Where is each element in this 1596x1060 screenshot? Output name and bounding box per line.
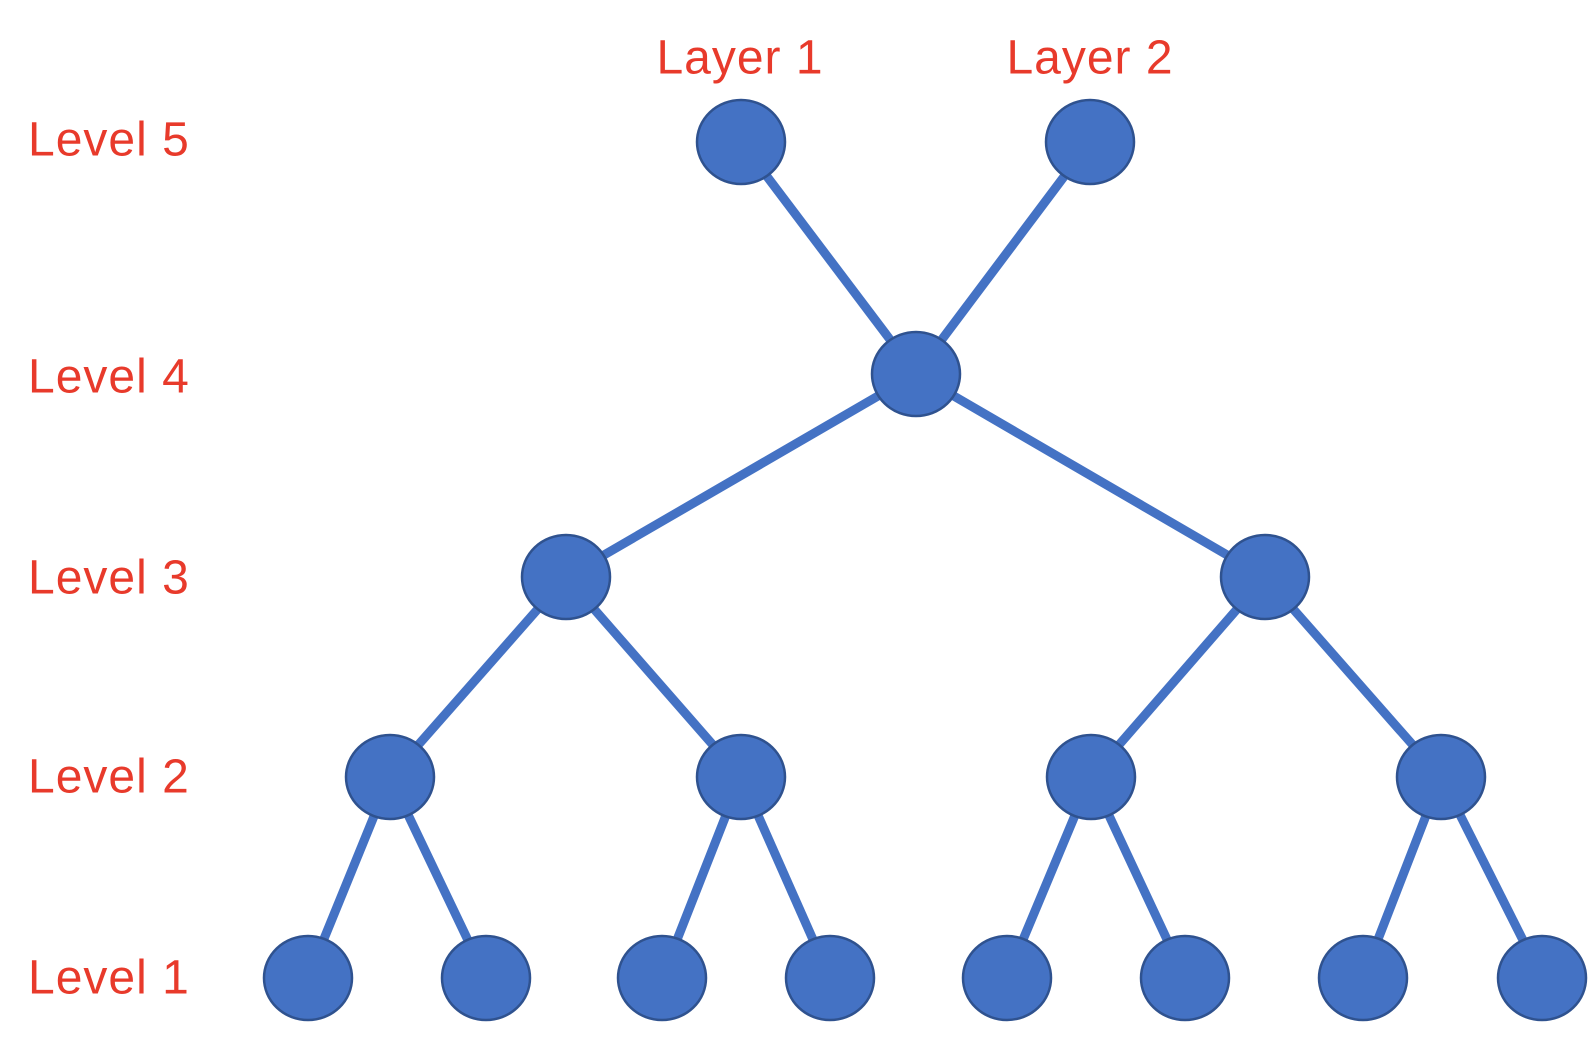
tree-edge-L3-2-L2-3 bbox=[1087, 574, 1269, 780]
tree-node-L1-6 bbox=[1139, 934, 1231, 1022]
nodes-group bbox=[262, 98, 1588, 1022]
tree-node-L2-3 bbox=[1045, 733, 1137, 821]
tree-node-L3-2 bbox=[1219, 533, 1311, 621]
edges-group bbox=[303, 139, 1547, 981]
tree-node-L1-1 bbox=[262, 934, 354, 1022]
tree-edge-L4-1-L3-2 bbox=[913, 370, 1268, 581]
tree-node-L1-7 bbox=[1317, 934, 1409, 1022]
level-4-label: Level 4 bbox=[28, 351, 190, 404]
tree-node-L3-1 bbox=[520, 533, 612, 621]
tree-edge-L3-1-L2-1 bbox=[386, 574, 570, 780]
level-5-label: Level 5 bbox=[28, 114, 190, 167]
tree-node-L1-4 bbox=[784, 934, 876, 1022]
tree-edge-L5-2-L4-1 bbox=[912, 139, 1094, 377]
layer-2-label: Layer 2 bbox=[1006, 32, 1173, 85]
tree-edge-L5-1-L4-1 bbox=[737, 139, 920, 377]
level-2-label: Level 2 bbox=[28, 751, 190, 804]
level-1-label: Level 1 bbox=[28, 952, 190, 1005]
tree-node-L1-2 bbox=[440, 934, 532, 1022]
tree-node-L2-1 bbox=[344, 733, 436, 821]
tree-node-L1-5 bbox=[961, 934, 1053, 1022]
tree-edge-L3-1-L2-2 bbox=[562, 574, 745, 780]
labels-group: Level 5 Level 4 Level 3 Level 2 Level 1 Layer… bbox=[28, 32, 1173, 1005]
tree-node-L5-2 bbox=[1044, 98, 1136, 186]
tree-node-L2-2 bbox=[695, 733, 787, 821]
tree-node-L1-8 bbox=[1496, 934, 1588, 1022]
layer-1-label: Layer 1 bbox=[656, 32, 823, 85]
level-3-label: Level 3 bbox=[28, 552, 190, 605]
tree-node-L1-3 bbox=[616, 934, 708, 1022]
tree-edge-L3-2-L2-4 bbox=[1261, 574, 1445, 780]
tree-node-L5-1 bbox=[695, 98, 787, 186]
tree-node-L4-1 bbox=[870, 330, 962, 418]
tree-node-L2-4 bbox=[1395, 733, 1487, 821]
tree-edge-L4-1-L3-1 bbox=[563, 370, 919, 581]
